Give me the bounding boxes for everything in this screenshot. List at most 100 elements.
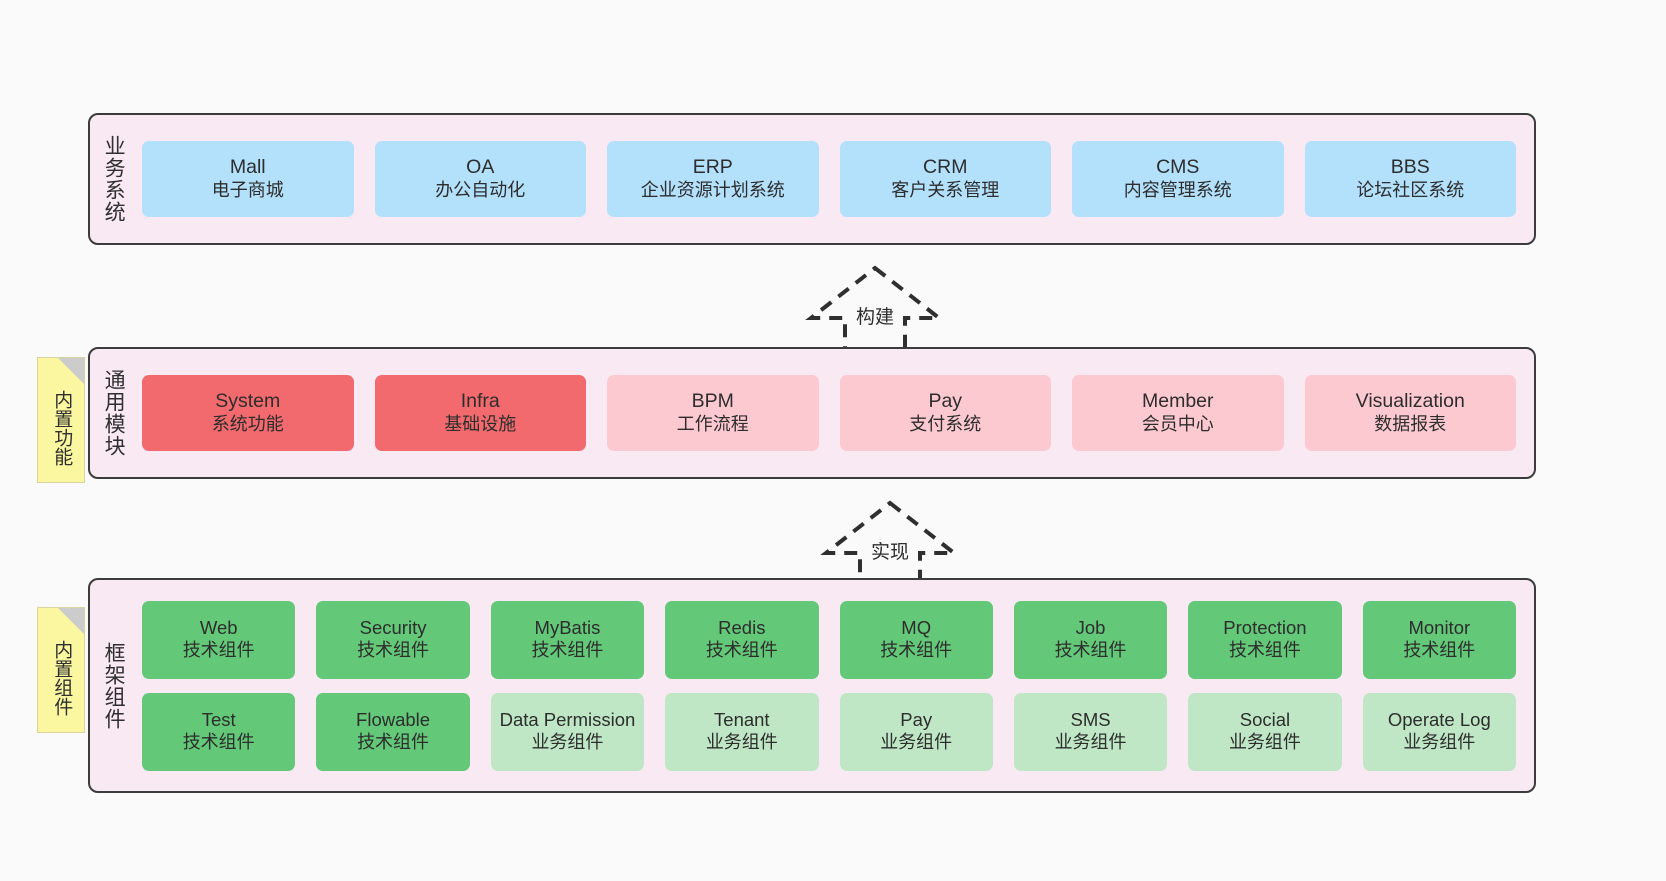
card-sms[interactable]: SMS 业务组件 [1013, 692, 1168, 771]
card-mall[interactable]: Mall 电子商城 [142, 141, 354, 217]
layer-title-common-modules: 通用模块 [102, 369, 126, 457]
card-system[interactable]: System 系统功能 [142, 375, 354, 451]
card-subtitle: 技术组件 [1054, 639, 1127, 660]
layer-body-business-systems: Mall 电子商城 OA 办公自动化 ERP 企业资源计划系统 CRM 客户关系… [136, 115, 1534, 243]
card-subtitle: 电子商城 [211, 179, 284, 200]
layer-title-business-systems: 业务系统 [102, 135, 126, 223]
card-bbs[interactable]: BBS 论坛社区系统 [1304, 141, 1516, 217]
sticky-note-builtin-components: 内置组件 [37, 607, 85, 733]
card-title: System [215, 390, 281, 413]
card-subtitle: 技术组件 [880, 639, 953, 660]
card-title: Redis [718, 617, 766, 639]
card-subtitle: 业务组件 [531, 731, 604, 752]
card-title: Test [201, 709, 236, 731]
note-fold-corner [58, 358, 84, 384]
card-title: Social [1239, 709, 1291, 731]
card-subtitle: 内容管理系统 [1123, 179, 1232, 200]
layer-framework-components: 框架组件 Web 技术组件 Security 技术组件 MyBatis 技术组件… [88, 578, 1536, 793]
card-subtitle: 客户关系管理 [891, 179, 1000, 200]
card-title: Pay [900, 709, 933, 731]
card-title: Tenant [714, 709, 770, 731]
card-oa[interactable]: OA 办公自动化 [374, 141, 586, 217]
card-subtitle: 技术组件 [357, 639, 430, 660]
card-row: Web 技术组件 Security 技术组件 MyBatis 技术组件 Redi… [142, 600, 1516, 679]
card-subtitle: 业务组件 [1228, 731, 1301, 752]
card-flowable[interactable]: Flowable 技术组件 [316, 692, 470, 771]
card-title: Flowable [356, 709, 431, 731]
card-title: OA [466, 156, 495, 179]
card-subtitle: 业务组件 [1054, 731, 1127, 752]
card-title: Data Permission [499, 709, 636, 731]
card-operate-log[interactable]: Operate Log 业务组件 [1362, 692, 1516, 771]
card-title: Mall [229, 156, 266, 179]
card-crm[interactable]: CRM 客户关系管理 [839, 141, 1051, 217]
card-social[interactable]: Social 业务组件 [1188, 692, 1342, 771]
note-label: 内置组件 [51, 640, 73, 716]
card-redis[interactable]: Redis 技术组件 [665, 600, 819, 679]
card-test[interactable]: Test 技术组件 [142, 692, 296, 771]
card-job[interactable]: Job 技术组件 [1013, 600, 1168, 679]
card-row: System 系统功能 Infra 基础设施 BPM 工作流程 Pay 支付系统… [142, 375, 1516, 451]
connector-implement: 实现 [815, 497, 965, 587]
card-subtitle: 企业资源计划系统 [640, 179, 785, 200]
layer-business-systems: 业务系统 Mall 电子商城 OA 办公自动化 ERP 企业资源计划系统 CRM… [88, 113, 1536, 245]
connector-label-build: 构建 [855, 307, 895, 328]
card-pay[interactable]: Pay 支付系统 [839, 375, 1051, 451]
note-fold-corner [58, 608, 84, 634]
card-title: MyBatis [534, 617, 601, 639]
card-monitor[interactable]: Monitor 技术组件 [1362, 600, 1516, 679]
card-title: Security [359, 617, 427, 639]
card-data-permission[interactable]: Data Permission 业务组件 [490, 692, 645, 771]
card-subtitle: 技术组件 [531, 639, 604, 660]
layer-body-common-modules: System 系统功能 Infra 基础设施 BPM 工作流程 Pay 支付系统… [136, 349, 1534, 477]
card-title: CRM [923, 156, 968, 179]
card-subtitle: 基础设施 [444, 413, 517, 434]
card-title: Operate Log [1387, 709, 1491, 731]
card-title: BPM [691, 390, 734, 413]
card-pay-biz[interactable]: Pay 业务组件 [839, 692, 993, 771]
sticky-note-builtin-features: 内置功能 [37, 357, 85, 483]
card-subtitle: 办公自动化 [435, 179, 526, 200]
card-subtitle: 技术组件 [182, 639, 255, 660]
card-title: Protection [1223, 617, 1307, 639]
card-subtitle: 会员中心 [1141, 413, 1214, 434]
card-row: Mall 电子商城 OA 办公自动化 ERP 企业资源计划系统 CRM 客户关系… [142, 141, 1516, 217]
card-erp[interactable]: ERP 企业资源计划系统 [607, 141, 819, 217]
layer-title-framework-components: 框架组件 [102, 641, 126, 730]
note-label: 内置功能 [51, 390, 73, 466]
card-mq[interactable]: MQ 技术组件 [839, 600, 993, 679]
connector-label-implement: 实现 [870, 542, 910, 563]
card-title: CMS [1156, 156, 1200, 179]
card-subtitle: 技术组件 [1403, 639, 1476, 660]
card-title: SMS [1070, 709, 1111, 731]
card-protection[interactable]: Protection 技术组件 [1188, 600, 1342, 679]
card-security[interactable]: Security 技术组件 [316, 600, 470, 679]
card-title: MQ [901, 617, 932, 639]
card-subtitle: 技术组件 [182, 731, 255, 752]
card-title: Monitor [1408, 617, 1471, 639]
card-cms[interactable]: CMS 内容管理系统 [1072, 141, 1284, 217]
card-subtitle: 数据报表 [1374, 413, 1447, 434]
card-subtitle: 工作流程 [676, 413, 749, 434]
card-subtitle: 系统功能 [211, 413, 284, 434]
card-title: Web [199, 617, 238, 639]
card-mybatis[interactable]: MyBatis 技术组件 [490, 600, 645, 679]
layer-common-modules: 通用模块 System 系统功能 Infra 基础设施 BPM 工作流程 Pay… [88, 347, 1536, 479]
card-title: Member [1141, 390, 1214, 413]
card-tenant[interactable]: Tenant 业务组件 [665, 692, 819, 771]
card-visualization[interactable]: Visualization 数据报表 [1304, 375, 1516, 451]
card-title: Infra [460, 390, 500, 413]
card-title: Pay [928, 390, 963, 413]
card-bpm[interactable]: BPM 工作流程 [607, 375, 819, 451]
connector-build: 构建 [800, 262, 950, 352]
card-infra[interactable]: Infra 基础设施 [374, 375, 586, 451]
card-web[interactable]: Web 技术组件 [142, 600, 296, 679]
layer-body-framework-components: Web 技术组件 Security 技术组件 MyBatis 技术组件 Redi… [136, 580, 1534, 791]
card-title: ERP [692, 156, 733, 179]
card-subtitle: 技术组件 [357, 731, 430, 752]
card-title: Visualization [1355, 390, 1465, 413]
card-member[interactable]: Member 会员中心 [1072, 375, 1284, 451]
card-title: BBS [1390, 156, 1430, 179]
card-subtitle: 业务组件 [1403, 731, 1476, 752]
card-subtitle: 业务组件 [880, 731, 953, 752]
